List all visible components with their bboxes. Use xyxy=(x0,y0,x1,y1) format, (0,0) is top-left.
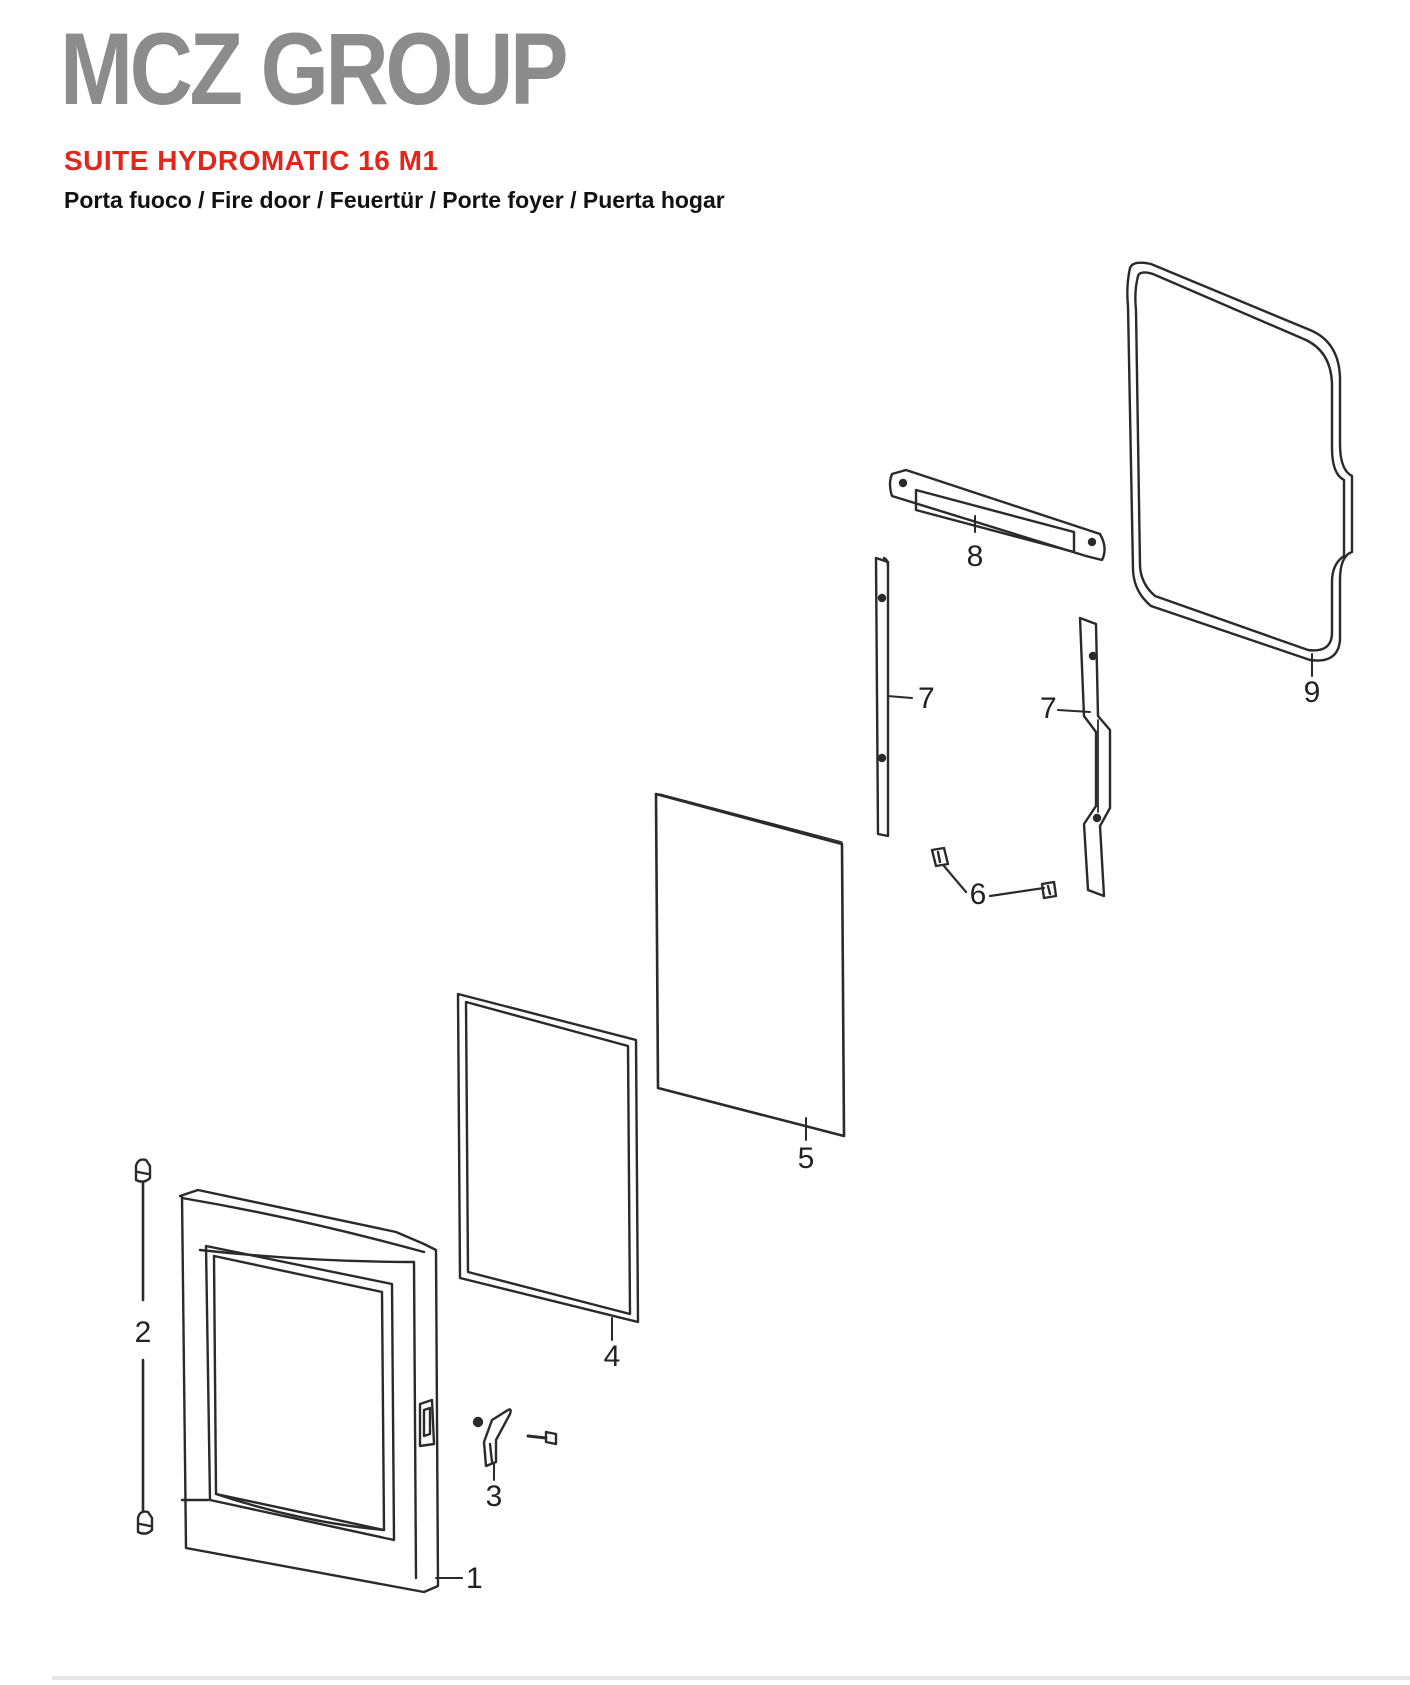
model-title: SUITE HYDROMATIC 16 M1 xyxy=(64,145,439,176)
brand-logo: MCZ GROUP xyxy=(60,12,569,126)
part-label-1: 1 xyxy=(466,1562,483,1595)
footer-divider xyxy=(52,1676,1410,1680)
part-label-4: 4 xyxy=(604,1340,621,1373)
hinge-part-2 xyxy=(134,1158,154,1535)
bracket-part-8 xyxy=(888,468,1106,562)
diagram-subtitle: Porta fuoco / Fire door / Feuertür / Por… xyxy=(64,187,725,213)
part-label-9: 9 xyxy=(1304,676,1321,709)
part-label-5: 5 xyxy=(798,1142,815,1175)
rail-part-7-left xyxy=(874,556,913,838)
gasket-part-9 xyxy=(1126,261,1354,677)
part-label-2: 2 xyxy=(135,1316,152,1349)
part-label-7-left: 7 xyxy=(918,682,935,715)
part-label-6: 6 xyxy=(970,878,987,911)
rail-part-7-right xyxy=(1057,616,1112,898)
clips-part-6 xyxy=(930,846,1058,900)
door-frame-part-1 xyxy=(178,1188,463,1594)
part-label-3: 3 xyxy=(486,1480,503,1513)
part-label-8: 8 xyxy=(967,540,984,573)
glass-gasket-part-4 xyxy=(456,992,640,1341)
part-label-7-right: 7 xyxy=(1040,692,1057,725)
handle-part-3 xyxy=(472,1408,558,1481)
glass-part-5 xyxy=(654,792,846,1141)
